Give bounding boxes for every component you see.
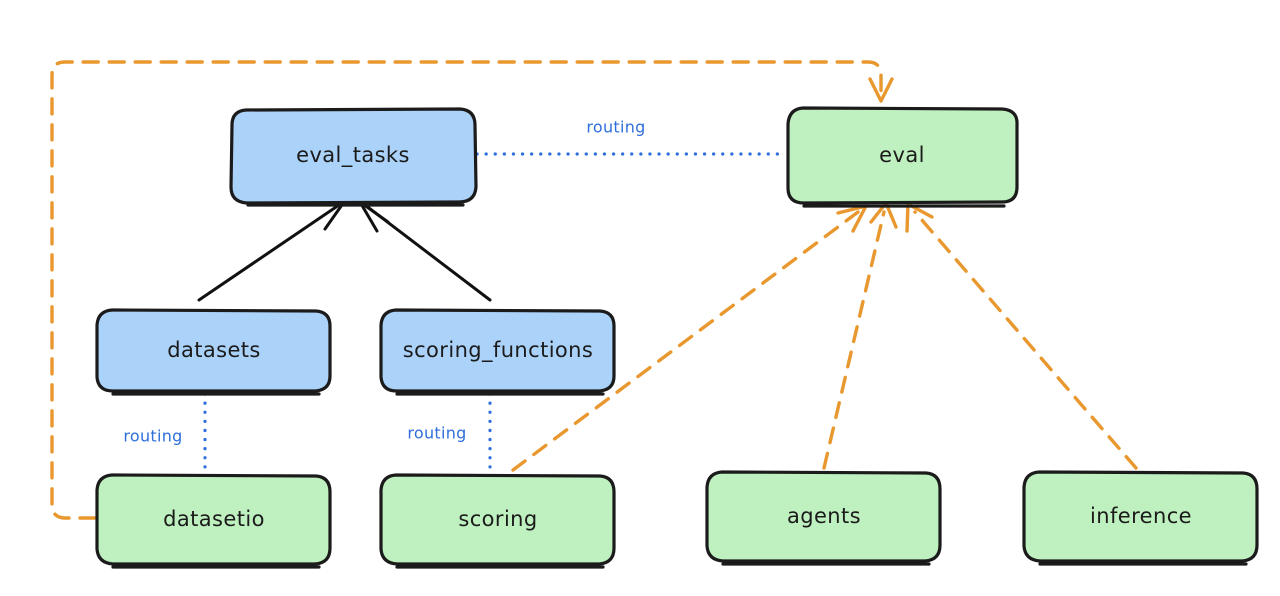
edge-agents-eval [822, 201, 898, 470]
node-inference[interactable]: inference [1022, 470, 1259, 566]
edge-label-routing-left: routing [123, 427, 182, 446]
node-scoring-functions[interactable]: scoring_functions [379, 308, 616, 396]
node-datasets[interactable]: datasets [95, 308, 332, 396]
node-agents-label: agents [787, 504, 861, 528]
node-eval[interactable]: eval [786, 106, 1019, 208]
node-eval-tasks-label: eval_tasks [296, 143, 410, 168]
edge-scoring-eval-line [511, 210, 860, 472]
edge-datasetio-eval-arrowhead [868, 77, 894, 103]
node-inference-shape [1022, 470, 1259, 563]
node-eval-tasks[interactable]: eval_tasks [229, 107, 478, 207]
node-datasetio-shape [95, 473, 332, 566]
node-datasetio[interactable]: datasetio [95, 473, 332, 569]
node-datasetio-label: datasetio [163, 507, 265, 531]
node-datasets-label: datasets [167, 338, 261, 362]
edge-label-routing-top: routing [586, 118, 645, 137]
node-scoring-functions-shape [379, 308, 616, 393]
node-inference-label: inference [1090, 504, 1192, 528]
node-agents[interactable]: agents [705, 470, 942, 566]
node-agents-shape [705, 470, 942, 563]
edge-datasetio-eval [50, 60, 894, 520]
node-scoring-shape [379, 473, 616, 566]
edge-scoring-functions-scoring: routing [407, 392, 492, 475]
edge-eval-tasks-eval: routing [475, 118, 788, 156]
node-scoring-label: scoring [458, 507, 537, 531]
edge-scoring-functions-eval-tasks [358, 200, 492, 302]
edge-inference-eval-line [913, 210, 1138, 470]
node-eval-tasks-shape [229, 107, 478, 205]
node-eval-label: eval [879, 143, 925, 167]
node-scoring[interactable]: scoring [379, 473, 616, 569]
edge-datasets-eval-tasks-line [197, 203, 341, 302]
edge-datasets-datasetio: routing [123, 392, 207, 475]
edge-datasets-eval-tasks [197, 200, 346, 302]
edge-label-routing-middle: routing [407, 424, 466, 443]
node-eval-shape [786, 106, 1019, 205]
node-scoring-functions-label: scoring_functions [403, 338, 593, 363]
edge-agents-eval-line [822, 210, 886, 470]
node-datasets-shape [95, 308, 332, 393]
edge-inference-eval [905, 202, 1138, 470]
edge-datasetio-eval-line [50, 60, 883, 520]
